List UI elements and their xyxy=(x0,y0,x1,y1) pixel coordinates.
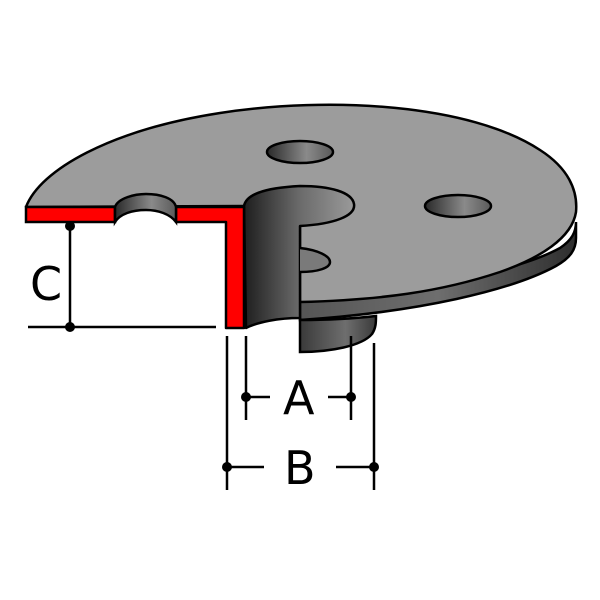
label-a: A xyxy=(283,371,315,425)
dimension-a: A xyxy=(241,336,356,425)
center-bore xyxy=(242,184,356,330)
label-c: C xyxy=(30,257,62,311)
screw-hole-top xyxy=(265,139,335,165)
screw-hole-right xyxy=(423,193,493,219)
dimension-b: B xyxy=(222,336,379,495)
label-b: B xyxy=(284,441,316,495)
guide-collar xyxy=(298,314,378,354)
section-cut xyxy=(24,192,246,330)
dimension-c: C xyxy=(28,221,216,332)
